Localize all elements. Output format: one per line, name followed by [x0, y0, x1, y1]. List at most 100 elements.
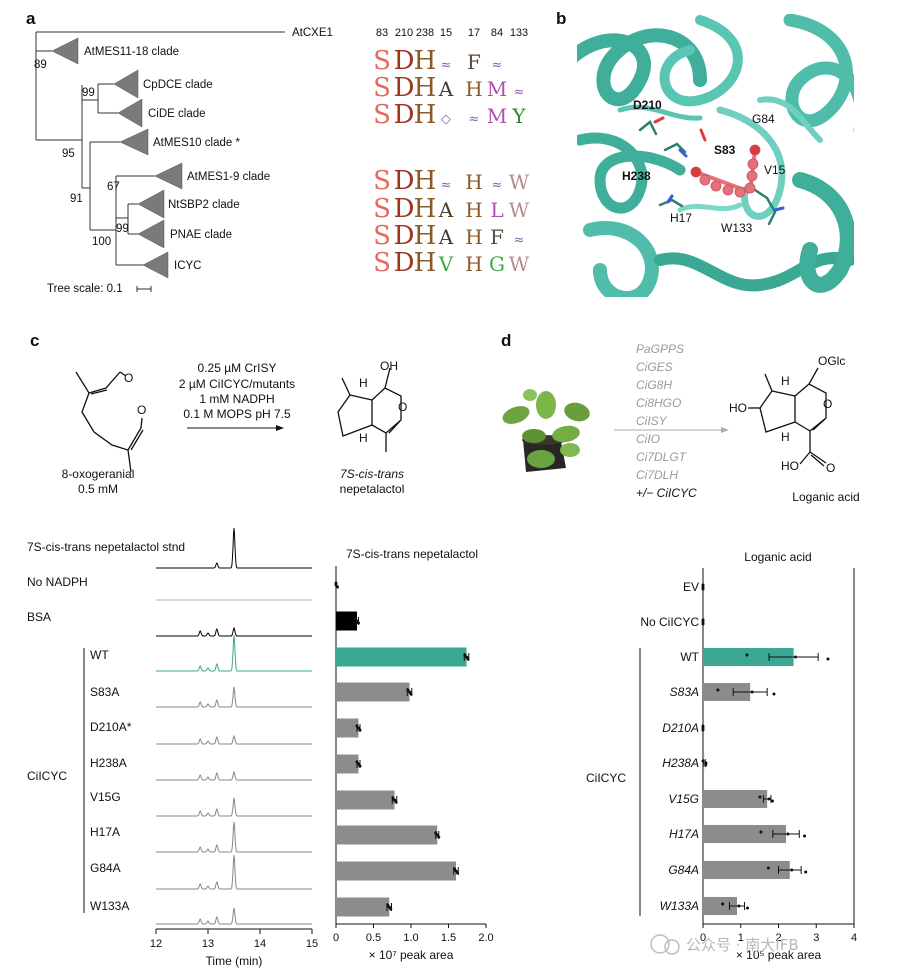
trace-label: G84A — [90, 861, 121, 875]
bar — [336, 754, 359, 774]
enzyme-label: PaGPPS — [636, 342, 684, 356]
group-label: CiICYC — [27, 769, 67, 783]
bar — [336, 790, 395, 810]
replicate-dot — [704, 763, 708, 767]
logo-letter: ≈ — [514, 85, 525, 100]
replicate-dot — [358, 728, 362, 732]
reaction-arrow — [187, 425, 284, 431]
bar — [703, 897, 737, 915]
trace-label: WT — [90, 648, 109, 662]
category-label: EV — [683, 580, 699, 594]
product-structure — [337, 367, 402, 452]
logo-letter: ≈ — [441, 58, 452, 73]
clade-label: AtMES11-18 clade — [84, 46, 179, 58]
replicate-dot — [721, 902, 725, 906]
logo-letter: Y — [511, 104, 526, 128]
panel-d-label: d — [501, 331, 511, 350]
enzyme-label: Ci8HGO — [636, 396, 681, 410]
atom-label: O — [398, 400, 407, 414]
logo-letter: A — [438, 77, 454, 101]
atom-label: O — [124, 371, 133, 385]
replicate-dot — [770, 799, 774, 803]
logo-letter: V — [438, 252, 454, 276]
x-tick-label: 2.0 — [478, 932, 493, 944]
watermark-text: 公众号 · 南大IFB — [686, 936, 799, 954]
pathway-arrow — [614, 427, 729, 433]
x-tick-label: 4 — [851, 932, 857, 944]
x-tick-label: 12 — [150, 938, 162, 950]
trace-label: W133A — [90, 899, 129, 913]
replicate-dot — [701, 759, 705, 763]
replicate-dot — [737, 904, 741, 908]
logo-letter: D — [394, 100, 415, 130]
ciicyc-toggle-label: +/− CiICYC — [636, 486, 697, 500]
substrate-conc: 0.5 mM — [78, 482, 118, 496]
atom-label: H — [359, 431, 368, 445]
enzyme-label: CiG8H — [636, 378, 672, 392]
enzyme-label: CiGES — [636, 360, 673, 374]
x-tick-label: 15 — [306, 938, 318, 950]
logo-letter: ≈ — [441, 178, 452, 193]
logo-letter: D — [394, 194, 415, 224]
logo-letter: ◇ — [441, 112, 451, 127]
category-label: D210A — [662, 721, 699, 735]
replicate-dot — [357, 621, 360, 625]
logo-position-label: 210 — [395, 27, 413, 39]
atom-label: H — [359, 376, 368, 390]
bootstrap-value: 99 — [82, 87, 95, 99]
trace-label: H238A — [90, 756, 127, 770]
logo-letter: ≈ — [469, 112, 480, 127]
residue-label: S83 — [714, 143, 736, 157]
logo-letter: F — [490, 225, 504, 249]
logo-letter: D — [394, 248, 415, 278]
chromatogram-trace — [156, 821, 312, 853]
trace-label: D210A* — [90, 720, 132, 734]
chromatogram-trace — [156, 626, 312, 637]
bar — [336, 897, 390, 917]
category-label: H238A — [662, 756, 699, 770]
protein-structure-image: D210 G84 S83 H238 V15 H17 W133 — [577, 14, 854, 297]
replicate-dot — [793, 655, 797, 659]
chromatogram-trace — [156, 770, 312, 781]
enzyme-label: Ci7DLH — [636, 468, 678, 482]
trace-label: V15G — [90, 790, 121, 804]
enzyme-label: CiIO — [636, 432, 660, 446]
category-label: G84A — [668, 863, 699, 877]
logo-letter: F — [467, 50, 481, 74]
logo-letter: D — [394, 73, 415, 103]
logo-letter: S — [373, 46, 391, 76]
logo-letter: A — [438, 198, 454, 222]
replicate-dot — [701, 587, 705, 591]
residue-label: D210 — [633, 98, 662, 112]
logo-position-label: 84 — [491, 27, 503, 39]
replicate-dot — [772, 692, 776, 696]
x-tick-label: 14 — [254, 938, 266, 950]
logo-letter: H — [414, 46, 437, 76]
replicate-dot — [456, 871, 459, 875]
replicate-dot — [803, 834, 807, 838]
category-label: W133A — [660, 899, 699, 913]
replicate-dot — [745, 653, 749, 657]
logo-letter: D — [394, 46, 415, 76]
clade-label: PNAE clade — [170, 229, 232, 241]
loganic-acid-name: Loganic acid — [792, 490, 859, 504]
replicate-dot — [790, 868, 794, 872]
logo-letter: H — [465, 170, 482, 194]
watermark: 公众号 · 南大IFB — [650, 934, 799, 955]
x-tick-label: 1.0 — [403, 932, 418, 944]
category-label: WT — [680, 650, 699, 664]
bootstrap-value: 91 — [70, 193, 83, 205]
atom-label: O — [137, 403, 146, 417]
clade-label: CiDE clade — [148, 108, 206, 120]
replicate-dot — [804, 870, 808, 874]
product-name-italic: 7S-cis-trans — [340, 467, 404, 481]
x-tick-label: 2 — [775, 932, 781, 944]
logo-letter: H — [414, 100, 437, 130]
logo-letter: W — [509, 252, 530, 276]
logo-letter: H — [465, 77, 482, 101]
x-axis-label: Time (min) — [206, 954, 263, 968]
chart-title: 7S-cis-trans nepetalactol — [346, 547, 478, 561]
replicate-dot — [701, 622, 705, 626]
plant-image — [502, 389, 590, 472]
